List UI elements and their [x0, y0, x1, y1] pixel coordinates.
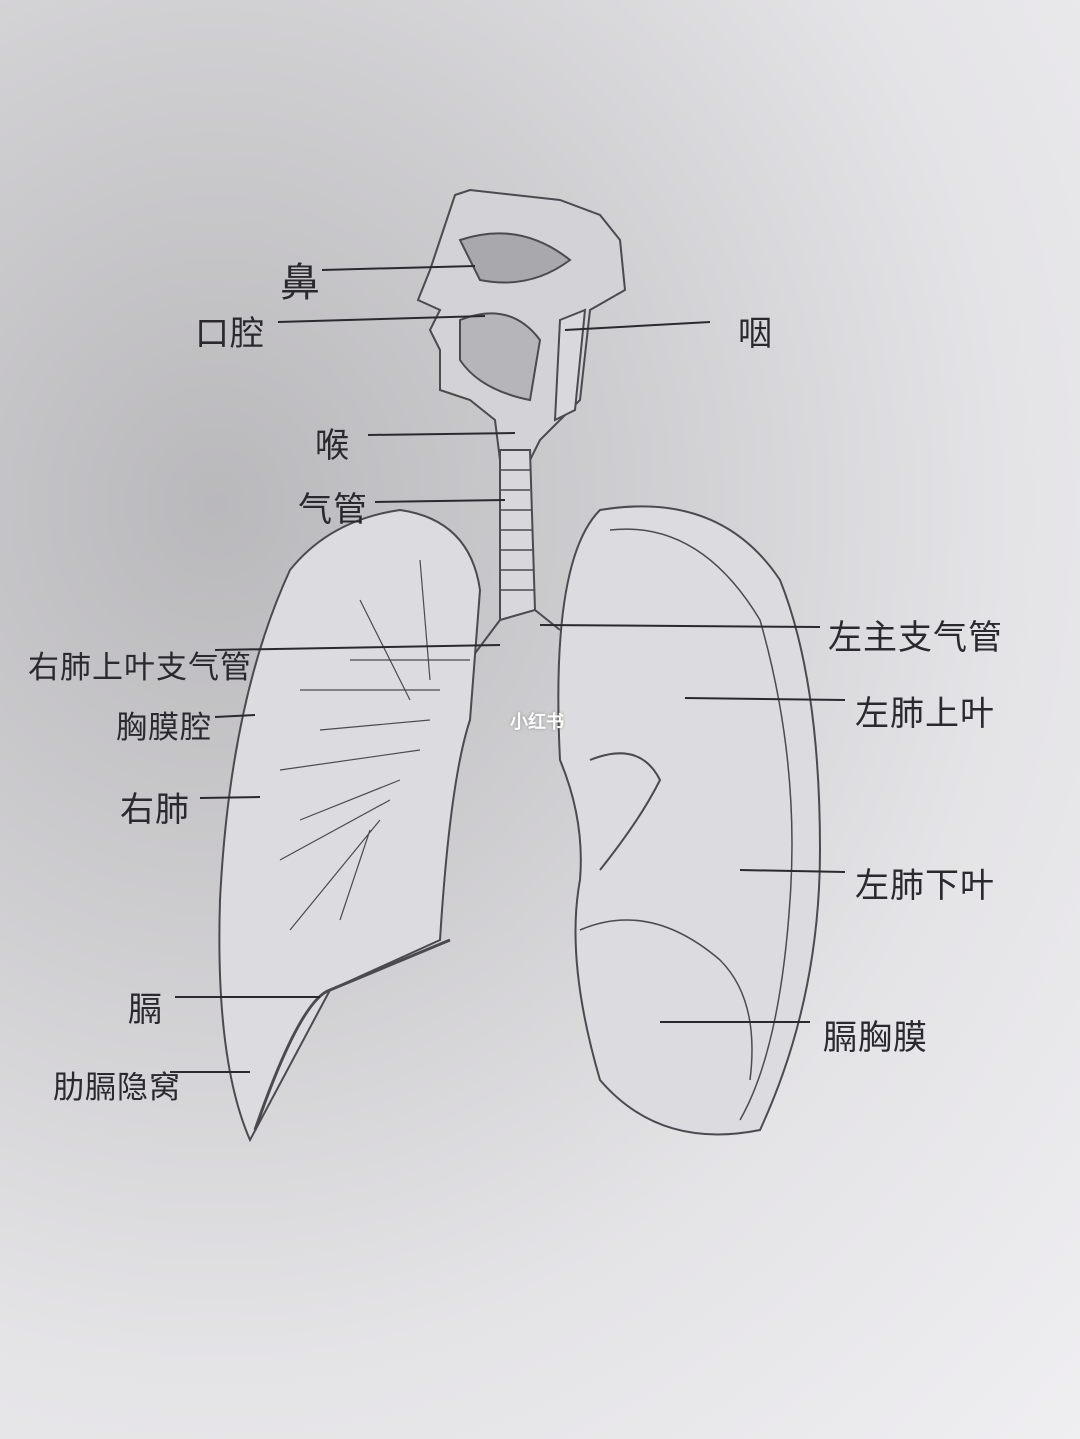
- label-trachea: 气管: [298, 490, 368, 530]
- label-pharynx: 咽: [738, 314, 773, 354]
- head-cross-section: [416, 188, 627, 461]
- label-left-lower-lobe: 左肺下叶: [855, 866, 995, 906]
- left-lung: [557, 505, 822, 1136]
- trachea: [399, 449, 561, 741]
- label-right-upper-lobe-bronchus: 右肺上叶支气管: [28, 650, 252, 686]
- label-larynx: 喉: [315, 426, 350, 466]
- label-oral-cavity: 口腔: [195, 314, 265, 354]
- watermark: 小红书: [510, 712, 564, 733]
- label-left-main-bronchus: 左主支气管: [828, 618, 1003, 658]
- label-nose: 鼻: [280, 260, 321, 306]
- label-right-lung: 右肺: [120, 790, 190, 830]
- right-lung: [218, 508, 482, 1143]
- bronchial-tree: [279, 559, 470, 931]
- label-pleural-cavity: 胸膜腔: [116, 710, 212, 746]
- leader-lines: [170, 265, 846, 1073]
- label-diaphragmatic-pleura: 膈胸膜: [823, 1018, 928, 1058]
- label-diaphragm: 膈: [128, 990, 163, 1030]
- label-costodiaphragmatic-recess: 肋膈隐窝: [53, 1070, 181, 1106]
- label-left-upper-lobe: 左肺上叶: [855, 694, 995, 734]
